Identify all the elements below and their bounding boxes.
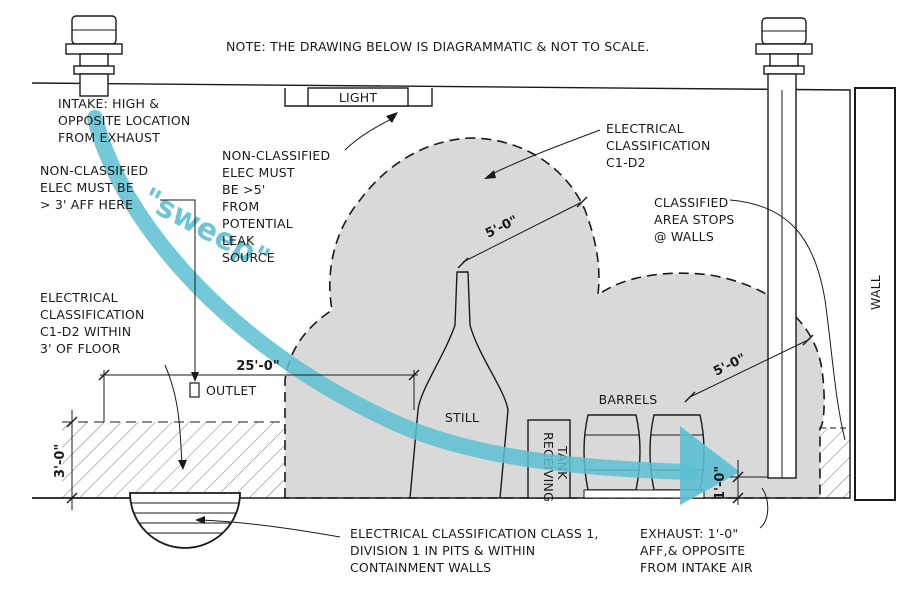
still-label: STILL [445,410,479,425]
intake-label: INTAKE: HIGH & OPPOSITE LOCATION FROM EX… [58,96,190,145]
classified-zone-c1d2 [284,137,825,499]
svg-text:FROM: FROM [222,199,259,214]
leader-pit [199,519,341,538]
dim-1ft [730,460,768,505]
sweep-arrow [87,110,698,480]
svg-text:POTENTIAL: POTENTIAL [222,216,293,231]
exhaust-label: EXHAUST: 1'-0" AFF,& OPPOSITE FROM INTAK… [640,526,753,575]
exhaust-vent [755,17,813,479]
dim-25ft [98,369,420,422]
leader-exhaust [759,487,769,529]
svg-text:> 3' AFF HERE: > 3' AFF HERE [40,197,133,212]
nonclass-3ft-label: NON-CLASSIFIED ELEC MUST BE > 3' AFF HER… [40,163,148,212]
leader-light-head [386,112,398,123]
svg-text:ELECTRICAL CLASSIFICATION CLAS: ELECTRICAL CLASSIFICATION CLASS 1, [350,526,599,541]
svg-text:ELECTRICAL: ELECTRICAL [40,290,118,305]
classified-stops-label: CLASSIFIED AREA STOPS @ WALLS [654,195,735,244]
still [409,271,509,499]
elec-class-floor-label: ELECTRICAL CLASSIFICATION C1-D2 WITHIN 3… [40,290,145,356]
leader-floor-zone [164,364,183,466]
light-fixture: LIGHT [284,87,433,107]
svg-text:DIVISION 1 IN PITS & WITHIN: DIVISION 1 IN PITS & WITHIN [350,543,535,558]
svg-text:ELEC MUST BE: ELEC MUST BE [40,180,134,195]
svg-text:AFF,& OPPOSITE: AFF,& OPPOSITE [640,543,745,558]
leader-pit-head [195,516,205,524]
barrels-label: BARRELS [599,392,658,407]
intake-vent [65,15,123,97]
svg-text:FROM INTAKE AIR: FROM INTAKE AIR [640,560,753,575]
leader-nonclass-3ft-head [191,372,199,382]
dim-3ft-label: 3'-0" [53,444,68,478]
leader-light [344,116,396,151]
sweep-arrow-head [680,426,740,505]
svg-text:3' OF FLOOR: 3' OF FLOOR [40,341,121,356]
note-text: NOTE: THE DRAWING BELOW IS DIAGRAMMATIC … [226,39,650,54]
svg-text:NON-CLASSIFIED: NON-CLASSIFIED [40,163,148,178]
pit-note-label: ELECTRICAL CLASSIFICATION CLASS 1, DIVIS… [350,526,599,575]
svg-text:@ WALLS: @ WALLS [654,229,714,244]
dim-5ft-still [457,196,588,269]
svg-text:EXHAUST: 1'-0": EXHAUST: 1'-0" [640,526,738,541]
svg-text:CONTAINMENT WALLS: CONTAINMENT WALLS [350,560,491,575]
dim-1ft-label: 1'-0" [713,466,728,500]
svg-text:FROM EXHAUST: FROM EXHAUST [58,130,160,145]
nonclass-5ft-label: NON-CLASSIFIED ELEC MUST BE >5' FROM POT… [222,148,330,265]
svg-text:C1-D2 WITHIN: C1-D2 WITHIN [40,324,131,339]
svg-text:ELEC MUST: ELEC MUST [222,165,295,180]
hatched-floor-zone-right [820,428,850,498]
leader-elec-top-head [484,170,496,179]
light-label: LIGHT [339,90,378,105]
leader-nonclass-3ft [160,199,196,380]
dim-5ft-barrels [684,334,814,403]
outlet-label: OUTLET [206,383,256,398]
svg-text:LEAK: LEAK [222,233,255,248]
svg-text:CLASSIFICATION: CLASSIFICATION [606,138,711,153]
floor-pit [129,492,241,549]
svg-text:C1-D2: C1-D2 [606,155,646,170]
svg-text:OPPOSITE LOCATION: OPPOSITE LOCATION [58,113,190,128]
dim-25ft-label: 25'-0" [236,359,279,374]
svg-text:INTAKE: HIGH &: INTAKE: HIGH & [58,96,159,111]
wall-label: WALL [868,275,883,310]
svg-text:ELECTRICAL: ELECTRICAL [606,121,684,136]
svg-text:BE >5': BE >5' [222,182,266,197]
dim-3ft [66,410,78,510]
hatched-floor-zone-left [62,422,285,498]
leader-elec-top [489,129,601,176]
svg-text:CLASSIFICATION: CLASSIFICATION [40,307,145,322]
svg-text:AREA STOPS: AREA STOPS [654,212,735,227]
svg-text:CLASSIFIED: CLASSIFIED [654,195,729,210]
elec-class-top-label: ELECTRICAL CLASSIFICATION C1-D2 [606,121,711,170]
leader-floor-zone-head [178,460,187,470]
outlet [189,382,200,398]
svg-text:NON-CLASSIFIED: NON-CLASSIFIED [222,148,330,163]
wall [854,87,896,501]
svg-text:SOURCE: SOURCE [222,250,275,265]
leader-classified-stops [729,199,846,441]
